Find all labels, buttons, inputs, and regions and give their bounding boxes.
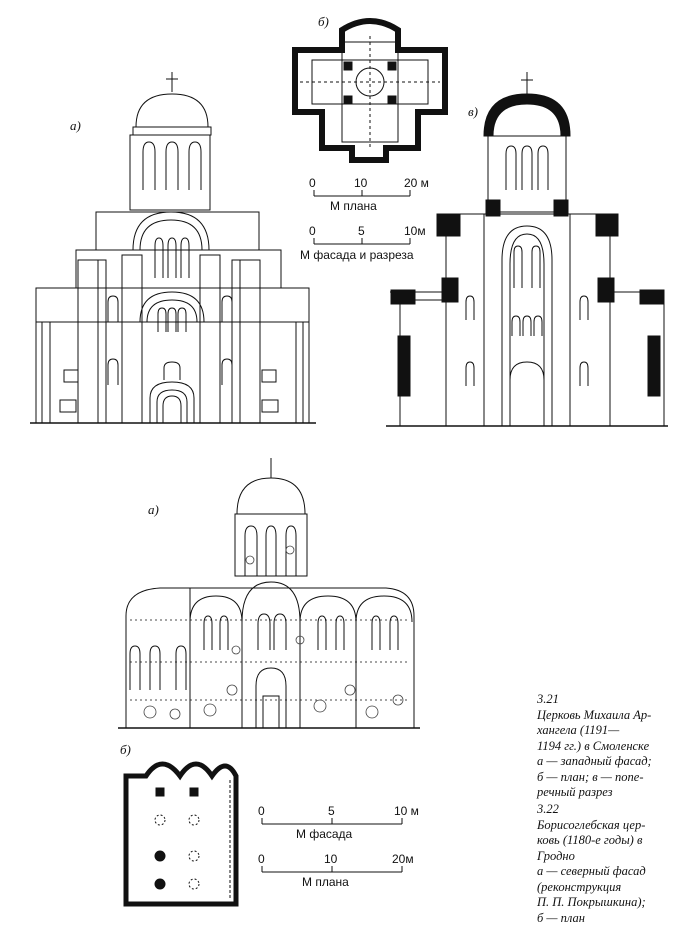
scale-tick: 0 (258, 852, 265, 866)
label-fig21-a: а) (70, 118, 81, 134)
caption-line: Борисоглебская цер- (537, 818, 687, 834)
scale-caption: М фасада (296, 827, 352, 841)
caption-line: а — северный фасад (537, 864, 687, 880)
label-fig21-b: б) (318, 14, 329, 30)
scale-caption: М фасада и разреза (300, 248, 414, 262)
scale-tick: 5 (358, 224, 365, 238)
fig21-cross-section (386, 72, 668, 426)
caption-line: (реконструкция (537, 880, 687, 896)
fig22-plan-scale (262, 866, 402, 872)
scale-tick: 10м (404, 224, 426, 238)
caption-line: а — западный фасад; (537, 754, 687, 770)
scale-tick: 0 (309, 176, 316, 190)
scale-tick: 0 (258, 804, 265, 818)
fig21-plan-scale (314, 190, 410, 196)
caption-line: Гродно (537, 849, 687, 865)
caption-number: 3.22 (537, 802, 687, 818)
fig21-facade-scale (314, 238, 410, 244)
fig22-plan (126, 764, 236, 904)
fig22-facade-scale (262, 818, 402, 824)
label-fig22-a: а) (148, 502, 159, 518)
caption-line: П. П. Покрышкина); (537, 895, 687, 911)
caption-line: б — план; в — попе- (537, 770, 687, 786)
caption-line: хангела (1191— (537, 723, 687, 739)
caption-line: ковь (1180-е годы) в (537, 833, 687, 849)
label-fig22-b: б) (120, 742, 131, 758)
scale-tick: 20м (392, 852, 414, 866)
caption-fig22: 3.22 Борисоглебская цер- ковь (1180-е го… (537, 802, 687, 926)
caption-fig21: 3.21 Церковь Михаила Ар- хангела (1191— … (537, 692, 687, 801)
caption-line: 1194 гг.) в Смоленске (537, 739, 687, 755)
caption-number: 3.21 (537, 692, 687, 708)
label-fig21-v: в) (468, 104, 478, 120)
scale-tick: 20 м (404, 176, 429, 190)
fig22-north-facade (118, 458, 420, 728)
scale-tick: 10 (354, 176, 367, 190)
scale-caption: М плана (330, 199, 377, 213)
scale-tick: 0 (309, 224, 316, 238)
scale-tick: 5 (328, 804, 335, 818)
scale-tick: 10 м (394, 804, 419, 818)
caption-line: Церковь Михаила Ар- (537, 708, 687, 724)
caption-line: речный разрез (537, 785, 687, 801)
scale-caption: М плана (302, 875, 349, 889)
scale-tick: 10 (324, 852, 337, 866)
fig21-plan (295, 21, 445, 160)
